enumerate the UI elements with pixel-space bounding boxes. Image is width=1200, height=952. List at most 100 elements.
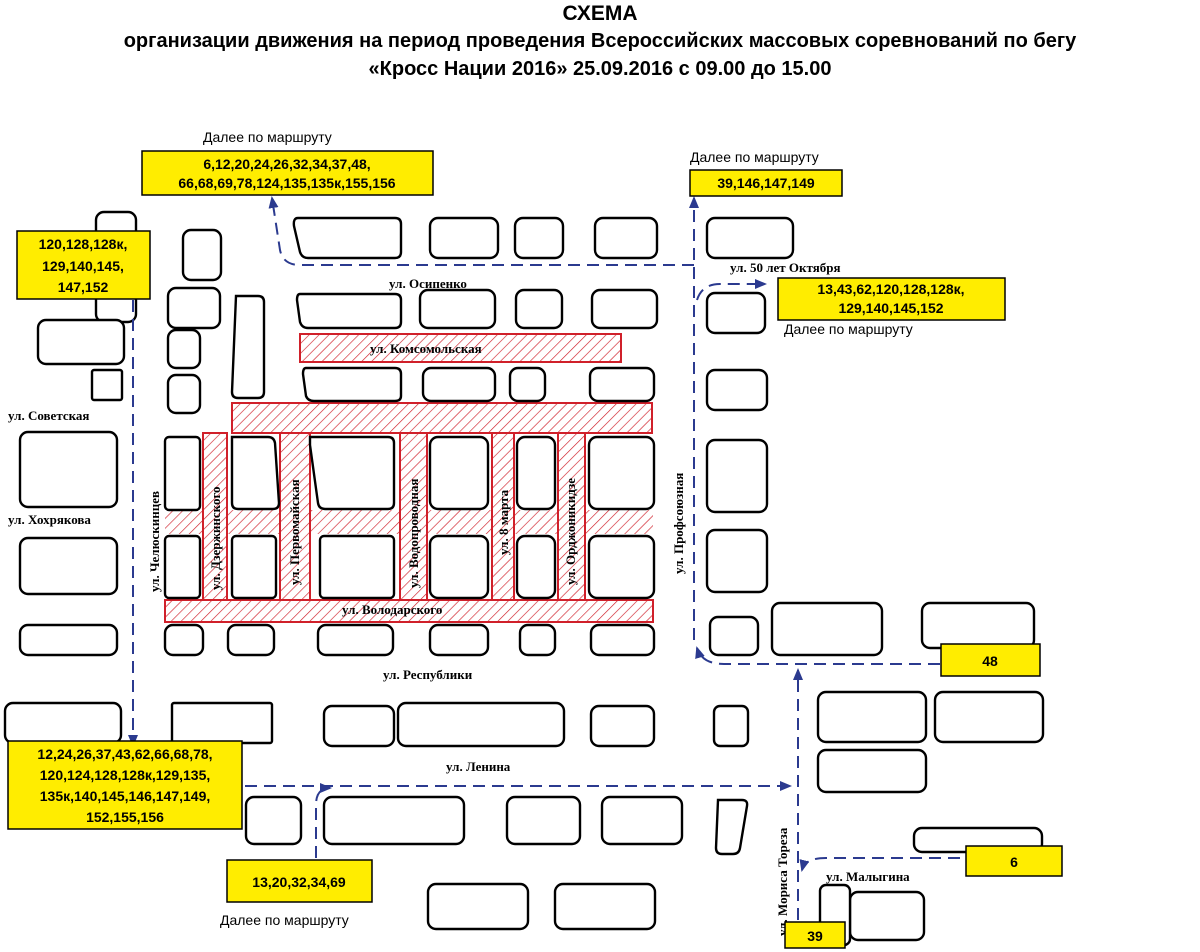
- route-numbers-line: 129,140,145,: [42, 258, 124, 274]
- block: [553, 882, 657, 931]
- route-numbers-line: 39,146,147,149: [717, 175, 815, 191]
- street-label-profsoyuznaya: ул. Профсоюзная: [671, 473, 686, 574]
- block: [770, 601, 884, 657]
- block: [18, 623, 119, 657]
- block: [816, 748, 928, 794]
- map-event-date: «Кросс Нации 2016» 25.09.2016 с 09.00 до…: [368, 58, 832, 80]
- block: [515, 435, 557, 511]
- street-label-50-let-oktyabrya: ул. 50 лет Октября: [730, 260, 841, 275]
- block: [181, 228, 223, 282]
- block: [600, 795, 684, 846]
- route-label-box: [784, 921, 846, 949]
- block: [505, 795, 582, 846]
- block: [848, 890, 926, 942]
- route-numbers-line: 39: [807, 928, 823, 944]
- block: [322, 704, 396, 748]
- route-numbers-line: 152,155,156: [86, 809, 164, 825]
- street-label-dzerzhinskogo: ул. Дзержинского: [208, 486, 223, 590]
- block: [166, 328, 202, 370]
- block: [230, 435, 281, 511]
- further-route-note: Далее по маршруту: [784, 321, 913, 337]
- further-route-note: Далее по маршруту: [203, 129, 332, 145]
- street-label-moris-toreza: ул. Мориса Тореза: [775, 827, 790, 936]
- route-box-right-mid: 13,43,62,120,128,128к, 129,140,145,152: [777, 277, 1006, 321]
- street-labels: ул. Осипенко ул. Комсомольская ул. Совет…: [8, 260, 910, 936]
- block: [18, 536, 119, 596]
- closed-vodoprovodnaya: [399, 432, 428, 601]
- street-label-lenina: ул. Ленина: [446, 759, 511, 774]
- block: [705, 438, 769, 514]
- route-box-top-right: 39,146,147,149: [689, 169, 843, 197]
- map-subtitle: организации движения на период проведени…: [123, 30, 1077, 52]
- block: [421, 366, 497, 403]
- block: [587, 534, 656, 600]
- route-box-top-center: 6,12,20,24,26,32,34,37,48, 66,68,69,78,1…: [141, 150, 434, 196]
- closed-central-band: [231, 402, 653, 434]
- route-label-box: [940, 643, 1041, 677]
- route-numbers-line: 120,128,128к,: [39, 236, 128, 252]
- block: [295, 292, 403, 330]
- block: [418, 288, 497, 330]
- route-numbers-line: 66,68,69,78,124,135,135к,155,156: [178, 175, 395, 191]
- block: [170, 701, 274, 745]
- route-numbers-line: 6,12,20,24,26,32,34,37,48,: [203, 156, 370, 172]
- street-label-komsomolskaya: ул. Комсомольская: [370, 341, 482, 356]
- route-label-box: [689, 169, 843, 197]
- block: [508, 366, 547, 403]
- route-box-6: 6: [965, 845, 1063, 877]
- block: [513, 216, 565, 260]
- street-label-respubliki: ул. Республики: [383, 667, 473, 682]
- block: [292, 216, 403, 260]
- block: [316, 623, 395, 657]
- closed-komsomolskaya: [299, 333, 622, 363]
- block: [589, 623, 656, 657]
- route-box-39: 39: [784, 921, 846, 949]
- further-route-note: Далее по маршруту: [220, 912, 349, 928]
- block: [587, 435, 656, 511]
- route-numbers-line: 13,43,62,120,128,128к,: [817, 281, 964, 297]
- block: [426, 882, 530, 931]
- block: [714, 798, 749, 856]
- route-label-box: [16, 230, 151, 300]
- block: [428, 534, 490, 600]
- block: [708, 615, 760, 657]
- block: [589, 704, 656, 748]
- closed-pervomayskaya: [279, 432, 311, 601]
- block: [36, 318, 126, 366]
- street-label-vodoprovodnaya: ул. Водопроводная: [406, 479, 421, 588]
- route-numbers-line: 147,152: [58, 279, 109, 295]
- route-box-bottom-center: 13,20,32,34,69: [226, 859, 373, 903]
- street-label-ordzhonikidze: ул. Орджоникидзе: [563, 478, 578, 585]
- block: [588, 366, 656, 403]
- route-numbers-line: 48: [982, 653, 998, 669]
- block: [705, 216, 795, 260]
- street-label-malygina: ул. Малыгина: [826, 869, 910, 884]
- block: [163, 623, 205, 657]
- street-label-chelyuskintsev: ул. Челюскинцев: [147, 491, 162, 592]
- route-label-box: [226, 859, 373, 903]
- route-label-box: [141, 150, 434, 196]
- route-box-bottom-left: 12,24,26,37,43,62,66,68,78, 120,124,128,…: [7, 740, 243, 830]
- block: [428, 435, 490, 511]
- closed-ordzhonikidze: [557, 432, 586, 601]
- block: [230, 294, 266, 400]
- block: [318, 534, 396, 600]
- route-numbers-line: 6: [1010, 854, 1018, 870]
- block: [166, 286, 222, 330]
- city-blocks: [3, 210, 1045, 947]
- street-label-osipenko: ул. Осипенко: [389, 276, 467, 291]
- block: [163, 534, 202, 600]
- block: [301, 366, 403, 403]
- route-malygina-west: [799, 857, 960, 872]
- further-route-note: Далее по маршруту: [690, 149, 819, 165]
- detour-routes: [128, 196, 960, 920]
- route-osipenko-west: [268, 196, 694, 266]
- block: [322, 795, 466, 846]
- route-numbers-line: 135к,140,145,146,147,149,: [40, 788, 211, 804]
- route-label-box: [965, 845, 1063, 877]
- block: [90, 368, 124, 402]
- block: [593, 216, 659, 260]
- block: [514, 288, 564, 330]
- closed-dzerzhinskogo: [202, 432, 228, 601]
- block: [396, 701, 566, 748]
